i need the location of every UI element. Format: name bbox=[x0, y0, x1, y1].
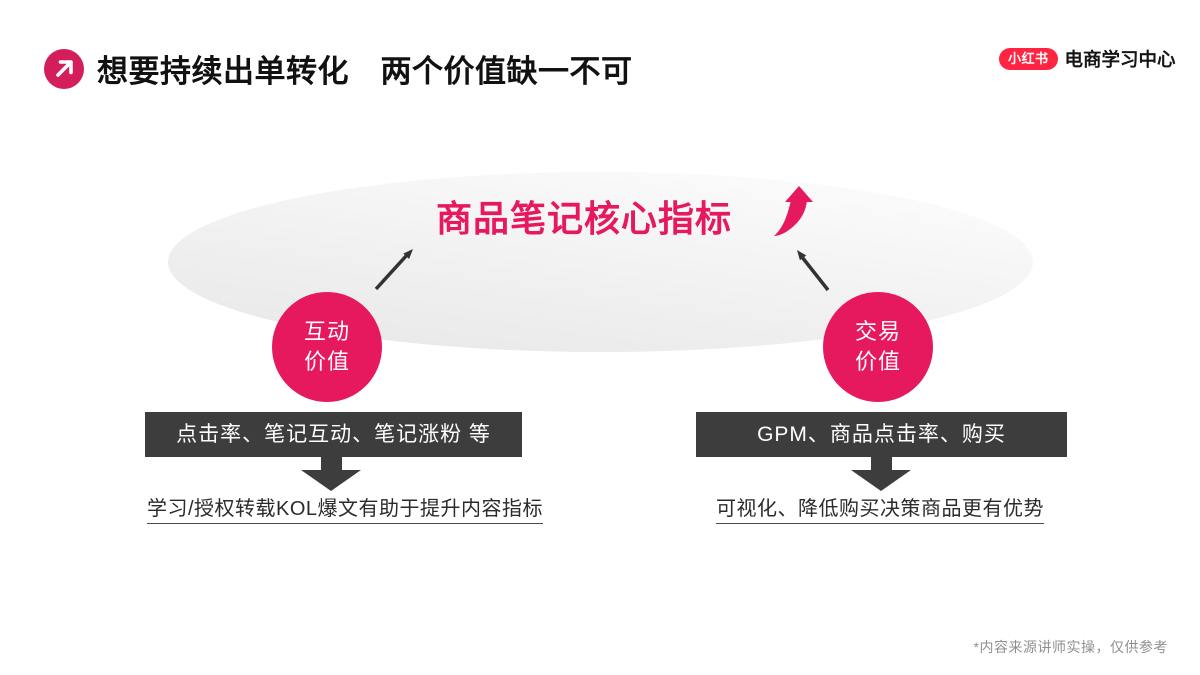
transaction-note-text: 可视化、降低购买决策商品更有优势 bbox=[716, 498, 1044, 524]
interaction-value-line2: 价值 bbox=[303, 349, 350, 374]
left-connector-line bbox=[374, 249, 413, 291]
interaction-note: 学习/授权转载KOL爆文有助于提升内容指标 bbox=[90, 492, 600, 524]
footnote: *内容来源讲师实操，仅供参考 bbox=[973, 639, 1168, 655]
transaction-value-line2: 价值 bbox=[854, 349, 901, 374]
transaction-value-line1: 交易 bbox=[854, 319, 901, 344]
arrow-up-right-icon bbox=[44, 48, 84, 89]
down-arrow-right-icon bbox=[851, 457, 911, 491]
right-connector-line bbox=[797, 250, 830, 292]
xiaohongshu-badge: 小红书 bbox=[999, 48, 1058, 70]
center-label: 商品笔记核心指标 bbox=[436, 198, 733, 239]
interaction-note-text: 学习/授权转载KOL爆文有助于提升内容指标 bbox=[146, 498, 544, 524]
transaction-value-circle: 交易 价值 bbox=[823, 292, 933, 402]
interaction-value-line1: 互动 bbox=[303, 319, 350, 344]
interaction-metrics-box: 点击率、笔记互动、笔记涨粉 等 bbox=[145, 412, 522, 457]
curved-up-arrow-icon bbox=[774, 186, 813, 236]
interaction-value-circle: 互动 价值 bbox=[272, 292, 382, 402]
down-arrow-left-icon bbox=[301, 457, 361, 491]
transaction-metrics-box: GPM、商品点击率、购买 bbox=[696, 412, 1067, 457]
slide-header: 想要持续出单转化 两个价值缺一不可 bbox=[44, 46, 633, 91]
page-title: 想要持续出单转化 两个价值缺一不可 bbox=[97, 54, 633, 89]
brand-logo: 小红书 电商学习中心 bbox=[999, 46, 1176, 72]
logo-text: 电商学习中心 bbox=[1064, 49, 1176, 70]
transaction-note: 可视化、降低购买决策商品更有优势 bbox=[680, 492, 1080, 524]
